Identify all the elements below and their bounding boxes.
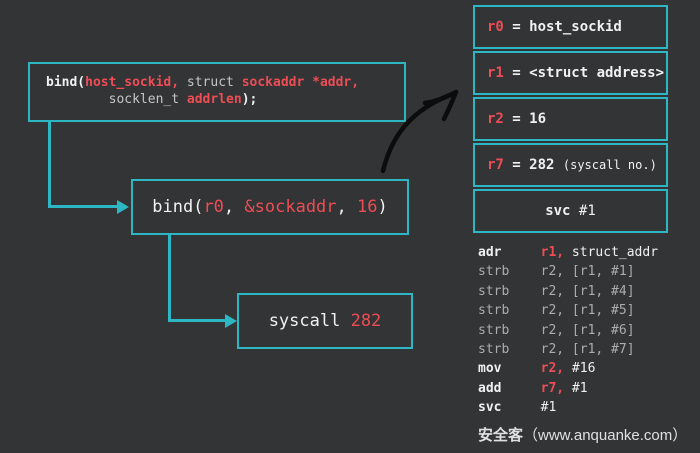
text-segment: ,	[336, 197, 358, 217]
connector2-arrowhead-icon	[225, 314, 237, 328]
register-box-svc: svc #1	[473, 189, 668, 233]
text-segment: host_sockid,	[85, 75, 180, 90]
text-segment: strb r2, [r1, #1]	[478, 264, 635, 280]
c-signature-line1: bind(host_sockid, struct sockaddr *addr,	[46, 74, 404, 91]
asm-line-strb-3: strb r2, [r1, #5]	[478, 301, 658, 320]
text-segment: #1	[564, 380, 588, 396]
asm-line-strb-4: strb r2, [r1, #6]	[478, 321, 658, 340]
asm-line-adr: adr r1, struct_addr	[478, 243, 658, 262]
text-segment: )	[377, 197, 388, 217]
text-segment: sockaddr *addr,	[241, 75, 360, 90]
asm-line-strb-5: strb r2, [r1, #7]	[478, 340, 658, 359]
connector1-arrowhead-icon	[117, 200, 129, 214]
text-segment: #1	[540, 400, 557, 416]
register-box-r1: r1 = <struct address>	[473, 51, 668, 95]
text-segment: 282	[350, 311, 382, 331]
arm-call-text: bind(r0, &sockaddr, 16)	[152, 197, 388, 217]
register-box-r2: r2 = 16	[473, 97, 668, 141]
asm-line-add: add r7, #1	[478, 379, 658, 398]
text-segment: #1	[570, 203, 596, 219]
text-segment: struct_addr	[564, 245, 659, 260]
text-segment: syscall	[268, 311, 351, 331]
text-segment: strb r2, [r1, #6]	[478, 322, 635, 338]
text-segment: r2,	[540, 361, 565, 377]
asm-line-svc: svc #1	[478, 398, 658, 417]
assembly-listing: adr r1, struct_addr strb r2, [r1, #1] st…	[478, 243, 658, 418]
syscall-box: syscall 282	[237, 293, 413, 349]
text-segment: (syscall no.)	[562, 158, 657, 172]
text-segment: &sockaddr	[244, 197, 337, 217]
text-segment: r2	[487, 111, 504, 127]
register-stack: r0 = host_sockid r1 = <struct address> r…	[473, 5, 668, 235]
text-segment: svc	[478, 400, 541, 416]
c-signature-box: bind(host_sockid, struct sockaddr *addr,…	[28, 62, 406, 122]
text-segment: 16	[357, 197, 378, 217]
connector2-horizontal-line	[168, 319, 227, 322]
text-segment: r0	[487, 19, 504, 35]
text-segment: = <struct address>	[503, 65, 665, 81]
text-segment: r7	[487, 157, 504, 173]
text-segment: = 282	[503, 157, 563, 173]
text-segment: = host_sockid	[503, 19, 622, 35]
text-segment: r0	[203, 197, 224, 217]
text-segment: strb r2, [r1, #4]	[478, 283, 635, 299]
text-segment: struct	[179, 75, 242, 90]
register-box-r7: r7 = 282 (syscall no.)	[473, 143, 668, 187]
text-segment: 安全客	[478, 427, 524, 444]
text-segment: add	[478, 380, 541, 396]
connector2-vertical-line	[168, 235, 171, 322]
text-segment: mov	[478, 361, 541, 377]
text-segment: addrlen	[186, 92, 242, 107]
text-segment: bind(	[152, 197, 204, 217]
text-segment: svc	[545, 203, 571, 219]
anquanke-watermark: 安全客（www.anquanke.com）	[478, 424, 687, 445]
text-segment: #16	[564, 361, 596, 377]
text-segment: r1,	[540, 245, 565, 260]
asm-line-strb-2: strb r2, [r1, #4]	[478, 282, 658, 301]
asm-line-mov: mov r2, #16	[478, 359, 658, 378]
text-segment: bind(	[46, 75, 86, 90]
text-segment: adr	[478, 245, 541, 260]
register-box-r0: r0 = host_sockid	[473, 5, 668, 49]
arm-call-box: bind(r0, &sockaddr, 16)	[131, 179, 409, 235]
text-segment: strb r2, [r1, #7]	[478, 342, 635, 358]
text-segment: socklen_t	[46, 92, 187, 107]
text-segment: ,	[223, 197, 245, 217]
text-segment: strb r2, [r1, #5]	[478, 303, 635, 319]
connector1-horizontal-line	[48, 205, 118, 208]
c-signature-line2: socklen_t addrlen);	[46, 91, 404, 108]
text-segment: );	[241, 92, 258, 107]
text-segment: r7,	[540, 380, 565, 396]
syscall-text: syscall 282	[269, 311, 382, 331]
asm-line-strb-1: strb r2, [r1, #1]	[478, 262, 658, 281]
text-segment: = 16	[503, 111, 547, 127]
text-segment: （www.anquanke.com）	[523, 427, 688, 444]
connector1-vertical-line	[48, 122, 51, 208]
text-segment: r1	[487, 65, 504, 81]
